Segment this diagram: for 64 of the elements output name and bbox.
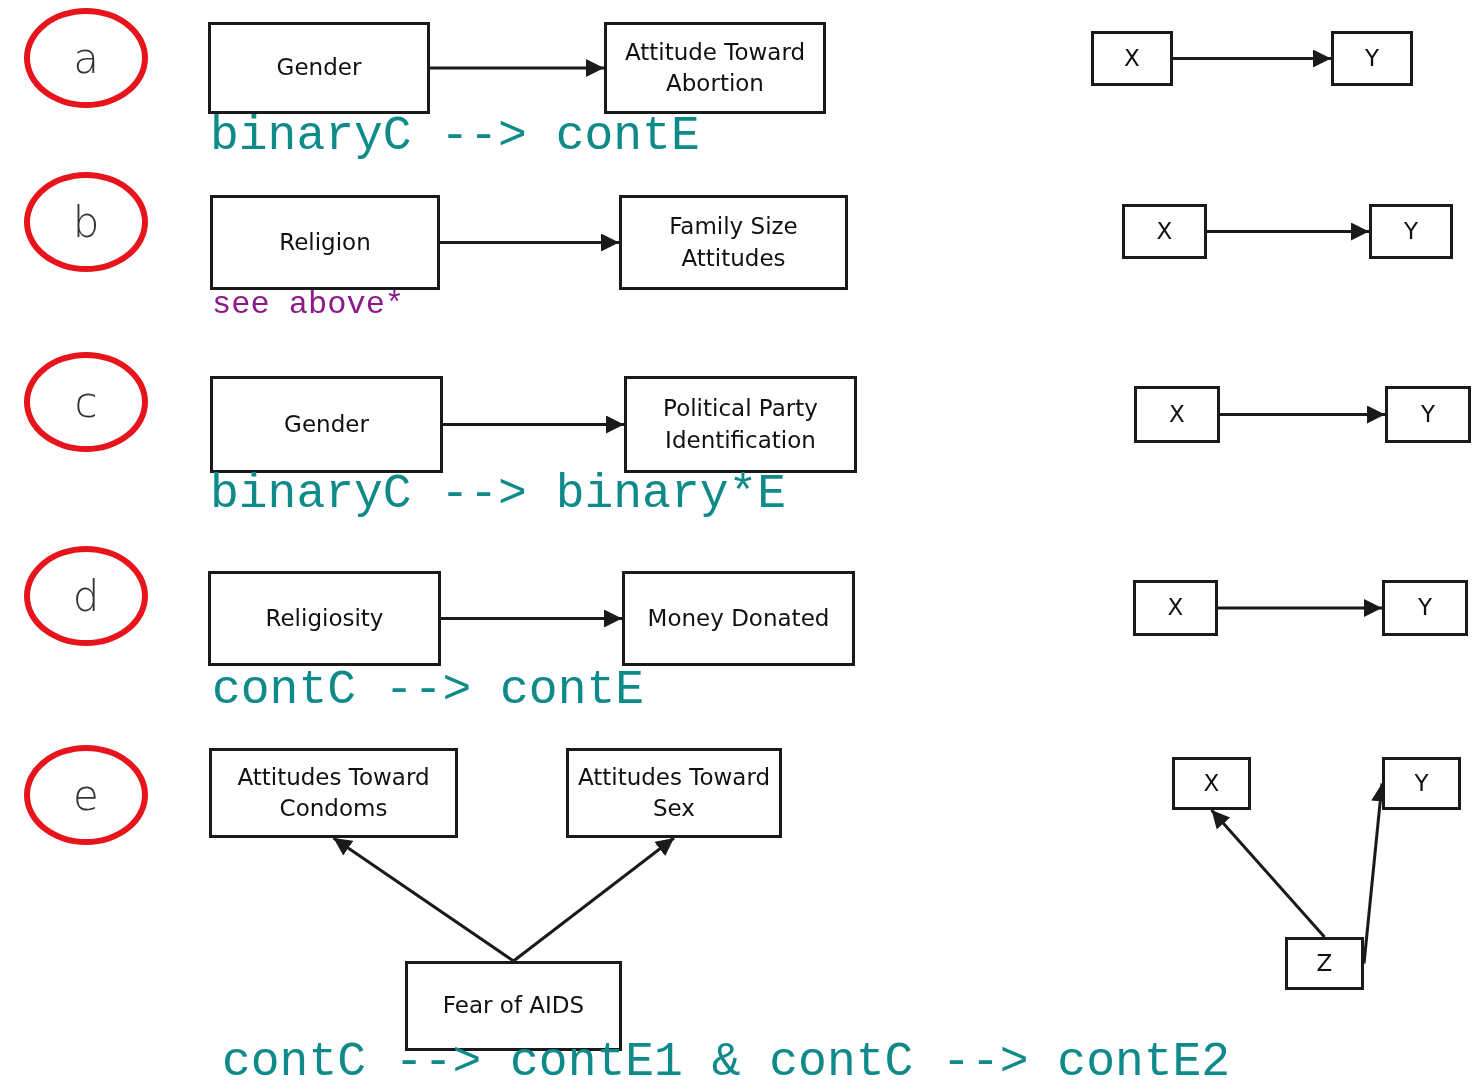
process-box <box>1369 204 1453 259</box>
code-note: binaryC --> binary*E <box>210 468 787 521</box>
box-label: Political Party Identification <box>662 394 819 455</box>
box-label: Money Donated <box>647 603 830 633</box>
arrow <box>1173 49 1331 68</box>
arrow <box>1207 222 1369 241</box>
process-box <box>604 22 826 114</box>
box-label: Y <box>1417 593 1433 623</box>
process-box <box>1134 386 1220 443</box>
process-box <box>210 195 440 290</box>
process-box <box>1331 31 1413 86</box>
letter-label: e <box>73 770 99 820</box>
arrow <box>440 233 619 252</box>
letter-label: d <box>72 571 100 621</box>
box-label: Attitudes Toward Sex <box>577 762 771 823</box>
box-label: X <box>1124 43 1140 73</box>
box-label: X <box>1169 399 1185 429</box>
process-box <box>1133 580 1218 636</box>
code-note: binaryC --> contE <box>210 110 700 163</box>
letter-label: a <box>73 33 99 83</box>
arrow <box>430 59 604 77</box>
process-box <box>1382 580 1468 636</box>
letter-label: c <box>74 377 98 427</box>
arrow <box>512 836 675 963</box>
box-label: Attitude Toward Abortion <box>623 37 807 98</box>
process-box <box>1122 204 1207 259</box>
box-label: Family Size Attitudes <box>668 212 799 273</box>
box-label: Gender <box>284 409 369 439</box>
code-note: see above* <box>212 287 405 323</box>
process-box <box>1091 31 1173 86</box>
process-box <box>1172 757 1251 810</box>
box-label: Y <box>1414 768 1429 798</box>
process-box <box>210 376 443 473</box>
box-label: Gender <box>276 53 362 83</box>
box-label: X <box>1167 593 1184 623</box>
code-note: contC --> contE <box>212 664 645 717</box>
letter-label: b <box>72 197 100 247</box>
box-label: Fear of AIDS <box>442 991 585 1021</box>
box-label: Attitudes Toward Condoms <box>236 762 431 823</box>
box-label: Religiosity <box>265 603 384 633</box>
box-label: Z <box>1316 948 1333 978</box>
box-label: Y <box>1403 216 1419 246</box>
box-label: X <box>1203 768 1220 798</box>
process-box <box>1285 937 1364 990</box>
process-box <box>1382 757 1461 810</box>
arrow <box>1220 405 1385 424</box>
box-label: X <box>1156 216 1173 246</box>
arrow <box>443 415 624 434</box>
process-box <box>1385 386 1471 443</box>
process-box <box>209 748 458 838</box>
box-label: Y <box>1420 399 1436 429</box>
process-box <box>619 195 848 290</box>
arrow <box>332 836 515 963</box>
box-label: Y <box>1364 43 1380 73</box>
process-box <box>208 22 430 114</box>
arrow <box>441 609 622 628</box>
process-box <box>624 376 857 473</box>
process-box <box>566 748 782 838</box>
code-note: contC --> contE1 & contC --> contE2 <box>222 1036 1231 1089</box>
box-label: Religion <box>279 227 371 257</box>
process-box <box>622 571 855 666</box>
arrow <box>1210 809 1326 938</box>
process-box <box>208 571 441 666</box>
arrow <box>1218 599 1382 617</box>
